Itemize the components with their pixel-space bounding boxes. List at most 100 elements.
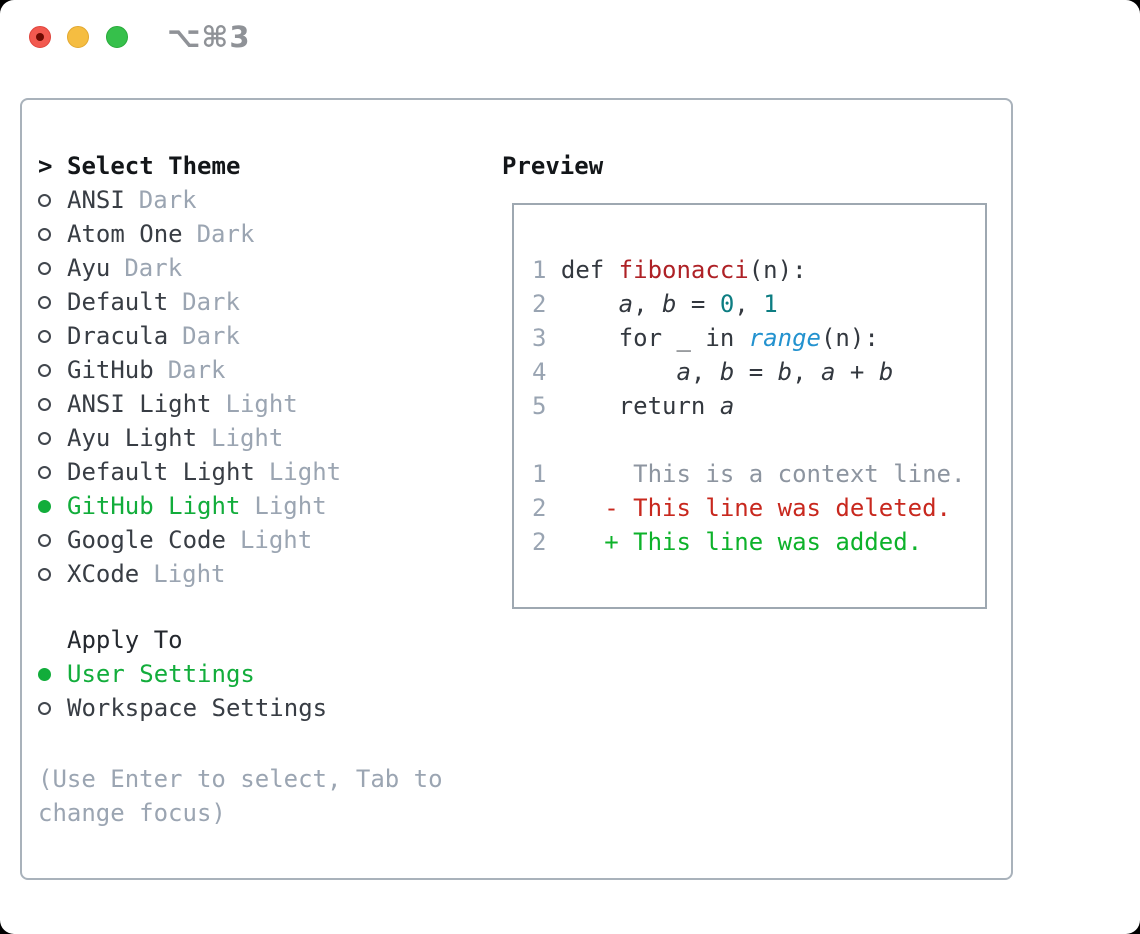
theme-name: Ayu (67, 254, 111, 282)
apply-option[interactable]: Workspace Settings (38, 691, 483, 725)
radio-icon (38, 533, 67, 547)
code-token: , (633, 290, 663, 318)
code-line: 2 a, b = 0, 1 (532, 287, 985, 321)
theme-option[interactable]: Google Code Light (38, 523, 483, 557)
line-number: 2 (532, 494, 547, 522)
theme-option[interactable]: Ayu Light Light (38, 421, 483, 455)
theme-option[interactable]: Default Dark (38, 285, 483, 319)
radio-icon (38, 261, 67, 275)
code-token: b (662, 290, 677, 318)
code-line: 3 for _ in range(n): (532, 321, 985, 355)
apply-list: User Settings Workspace Settings (38, 657, 483, 725)
code-token: return (560, 392, 720, 420)
radio-icon (38, 431, 67, 445)
theme-variant-badge: Light (254, 492, 327, 520)
theme-option[interactable]: ANSI Light Light (38, 387, 483, 421)
code-token: = (734, 358, 778, 386)
code-token: This is a context line. (560, 460, 966, 488)
code-line: 5 return a (532, 389, 985, 423)
radio-icon (38, 701, 67, 715)
theme-option[interactable]: GitHub Light Light (38, 489, 483, 523)
radio-icon (38, 667, 67, 681)
code-token: , (734, 290, 764, 318)
theme-option[interactable]: Dracula Dark (38, 319, 483, 353)
code-token: a (618, 290, 634, 318)
radio-icon (38, 329, 67, 343)
apply-option[interactable]: User Settings (38, 657, 483, 691)
code-token: (n): (820, 324, 879, 352)
line-number: 3 (532, 324, 547, 352)
line-number: 4 (532, 358, 547, 386)
code-blank-line (532, 423, 985, 457)
theme-list: ANSI Dark Atom One Dark Ayu Dark Default… (38, 183, 483, 591)
theme-name: Default (67, 288, 169, 316)
minimize-button[interactable] (67, 26, 89, 48)
radio-icon (38, 295, 67, 309)
theme-variant-badge: Dark (182, 322, 240, 350)
keyboard-hint: (Use Enter to select, Tab to change focu… (38, 765, 443, 827)
theme-variant-badge: Light (268, 458, 342, 486)
zoom-button[interactable] (106, 26, 128, 48)
code-token (561, 290, 619, 318)
line-number: 2 (532, 528, 547, 556)
select-theme-title: Select Theme (67, 152, 241, 180)
code-token: , (792, 358, 821, 386)
code-line: 2 - This line was deleted. (532, 491, 985, 525)
code-token: , (690, 358, 720, 386)
theme-name: XCode (67, 560, 140, 588)
apply-to-header-row: Apply To (38, 623, 483, 657)
code-token: 1 (763, 290, 778, 318)
theme-selector-column: > Select Theme ANSI Dark Atom One Dark A… (38, 149, 483, 591)
code-line: 2 + This line was added. (532, 525, 985, 559)
code-token: + (835, 358, 879, 386)
theme-name: Default Light (67, 458, 255, 486)
theme-variant-badge: Dark (124, 254, 183, 282)
cursor-icon: > (38, 152, 53, 180)
close-button[interactable] (29, 26, 51, 48)
code-token: fibonacci (618, 256, 749, 284)
theme-option[interactable]: GitHub Dark (38, 353, 483, 387)
code-token: a (719, 392, 735, 420)
preview-title: Preview (502, 152, 604, 180)
theme-name: ANSI (67, 186, 125, 214)
theme-picker-panel: > Select Theme ANSI Dark Atom One Dark A… (20, 98, 1013, 880)
theme-variant-badge: Dark (182, 288, 240, 316)
theme-variant-badge: Dark (138, 186, 197, 214)
line-number: 5 (532, 392, 547, 420)
radio-icon (38, 397, 67, 411)
line-number: 2 (532, 290, 547, 318)
code-line: 1 This is a context line. (532, 457, 985, 491)
apply-option-label: Workspace Settings (67, 694, 328, 722)
radio-icon (38, 499, 67, 513)
radio-icon (38, 193, 67, 207)
theme-option[interactable]: ANSI Dark (38, 183, 483, 217)
code-token: + This line was added. (560, 528, 923, 556)
theme-option[interactable]: XCode Light (38, 557, 483, 591)
theme-variant-badge: Light (225, 390, 298, 418)
window-titlebar: ⌥⌘3 (0, 0, 1140, 74)
theme-name: Google Code (67, 526, 226, 554)
theme-variant-badge: Light (239, 526, 313, 554)
theme-variant-badge: Light (153, 560, 226, 588)
line-number: 1 (532, 256, 547, 284)
code-token: b (719, 358, 735, 386)
theme-name: Dracula (67, 322, 169, 350)
theme-variant-badge: Dark (196, 220, 255, 248)
theme-option[interactable]: Default Light Light (38, 455, 483, 489)
apply-option-label: User Settings (67, 660, 255, 688)
code-token (561, 358, 677, 386)
line-number: 1 (532, 460, 547, 488)
theme-variant-badge: Light (211, 424, 284, 452)
select-theme-header-row: > Select Theme (38, 149, 483, 183)
code-token: = (676, 290, 720, 318)
code-token: for _ in (560, 324, 749, 352)
code-token: 0 (719, 290, 735, 318)
radio-icon (38, 227, 67, 241)
code-line: 4 a, b = b, a + b (532, 355, 985, 389)
theme-option[interactable]: Atom One Dark (38, 217, 483, 251)
code-token: b (777, 358, 793, 386)
theme-option[interactable]: Ayu Dark (38, 251, 483, 285)
radio-icon (38, 567, 67, 581)
